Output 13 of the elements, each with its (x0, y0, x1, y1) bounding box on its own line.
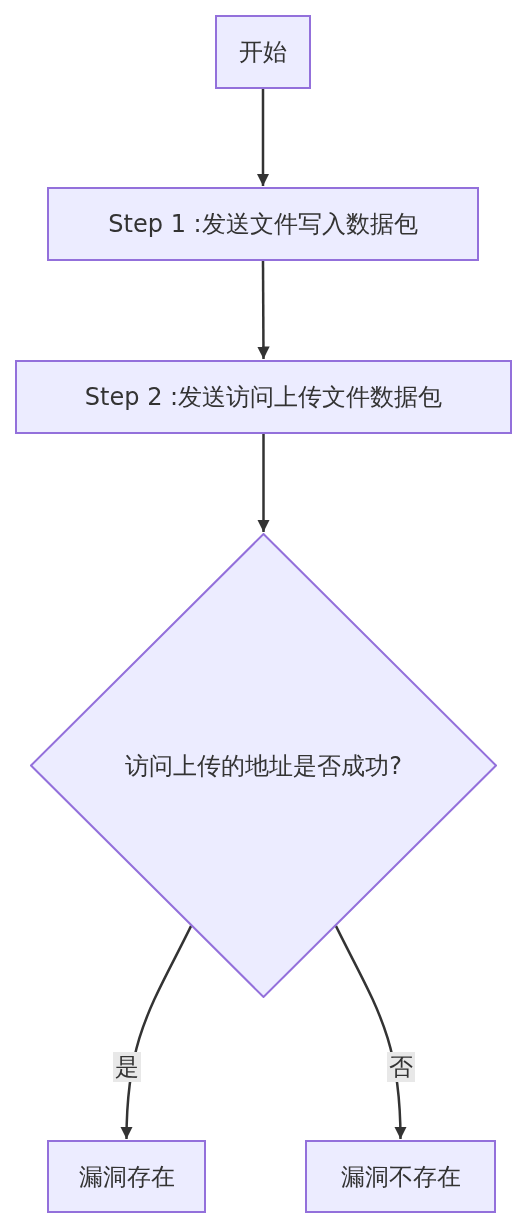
arrow (256, 89, 270, 186)
process-box: Step 1 :发送文件写入数据包 (47, 187, 479, 261)
arrow (120, 925, 193, 1140)
result-box: 漏洞存在 (47, 1140, 206, 1213)
arrow (257, 261, 270, 359)
edge-label: 否 (386, 1051, 415, 1082)
decision-diamond: 访问上传的地址是否成功? (30, 533, 497, 998)
process-box: Step 2 :发送访问上传文件数据包 (15, 360, 512, 434)
arrow (257, 434, 270, 532)
result-box: 漏洞不存在 (305, 1140, 496, 1213)
start-box: 开始 (215, 15, 311, 89)
edge-label: 是 (112, 1051, 141, 1082)
arrow (334, 925, 407, 1140)
